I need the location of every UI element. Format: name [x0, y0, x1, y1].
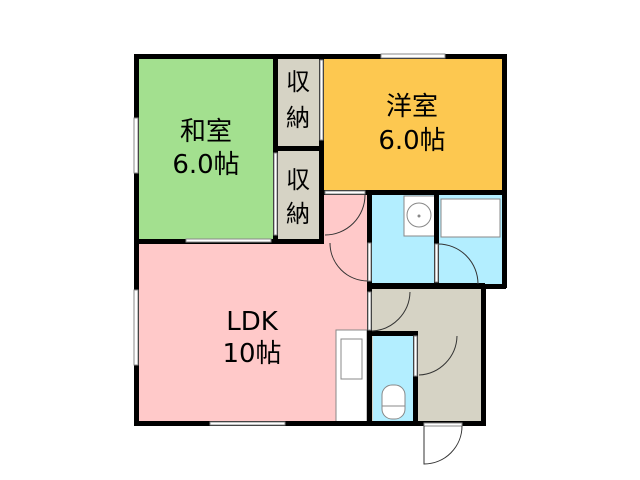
sink-drain — [417, 214, 421, 218]
storage-bottom-line1: 収 — [286, 166, 310, 194]
yoshitsu-name: 洋室 — [386, 92, 438, 122]
washitsu-name: 和室 — [180, 117, 232, 147]
kitchen-sink — [340, 338, 363, 380]
bathtub — [440, 198, 501, 238]
windows — [133, 53, 446, 426]
room-washitsu — [138, 58, 276, 241]
yoshitsu-size: 6.0帖 — [378, 126, 445, 156]
room-storage-top — [277, 58, 321, 146]
room-storage-bottom — [277, 151, 321, 239]
doors — [324, 190, 479, 465]
ldk-size: 10帖 — [222, 339, 281, 369]
storage-top-line1: 収 — [286, 68, 310, 96]
room-yoshitsu — [323, 58, 503, 192]
ldk-name: LDK — [226, 307, 279, 337]
storage-bottom-line2: 納 — [286, 200, 310, 228]
storage-top-line2: 納 — [286, 104, 310, 132]
toilet-bowl — [381, 384, 406, 420]
washitsu-size: 6.0帖 — [172, 150, 239, 180]
room-ldk — [138, 243, 369, 423]
